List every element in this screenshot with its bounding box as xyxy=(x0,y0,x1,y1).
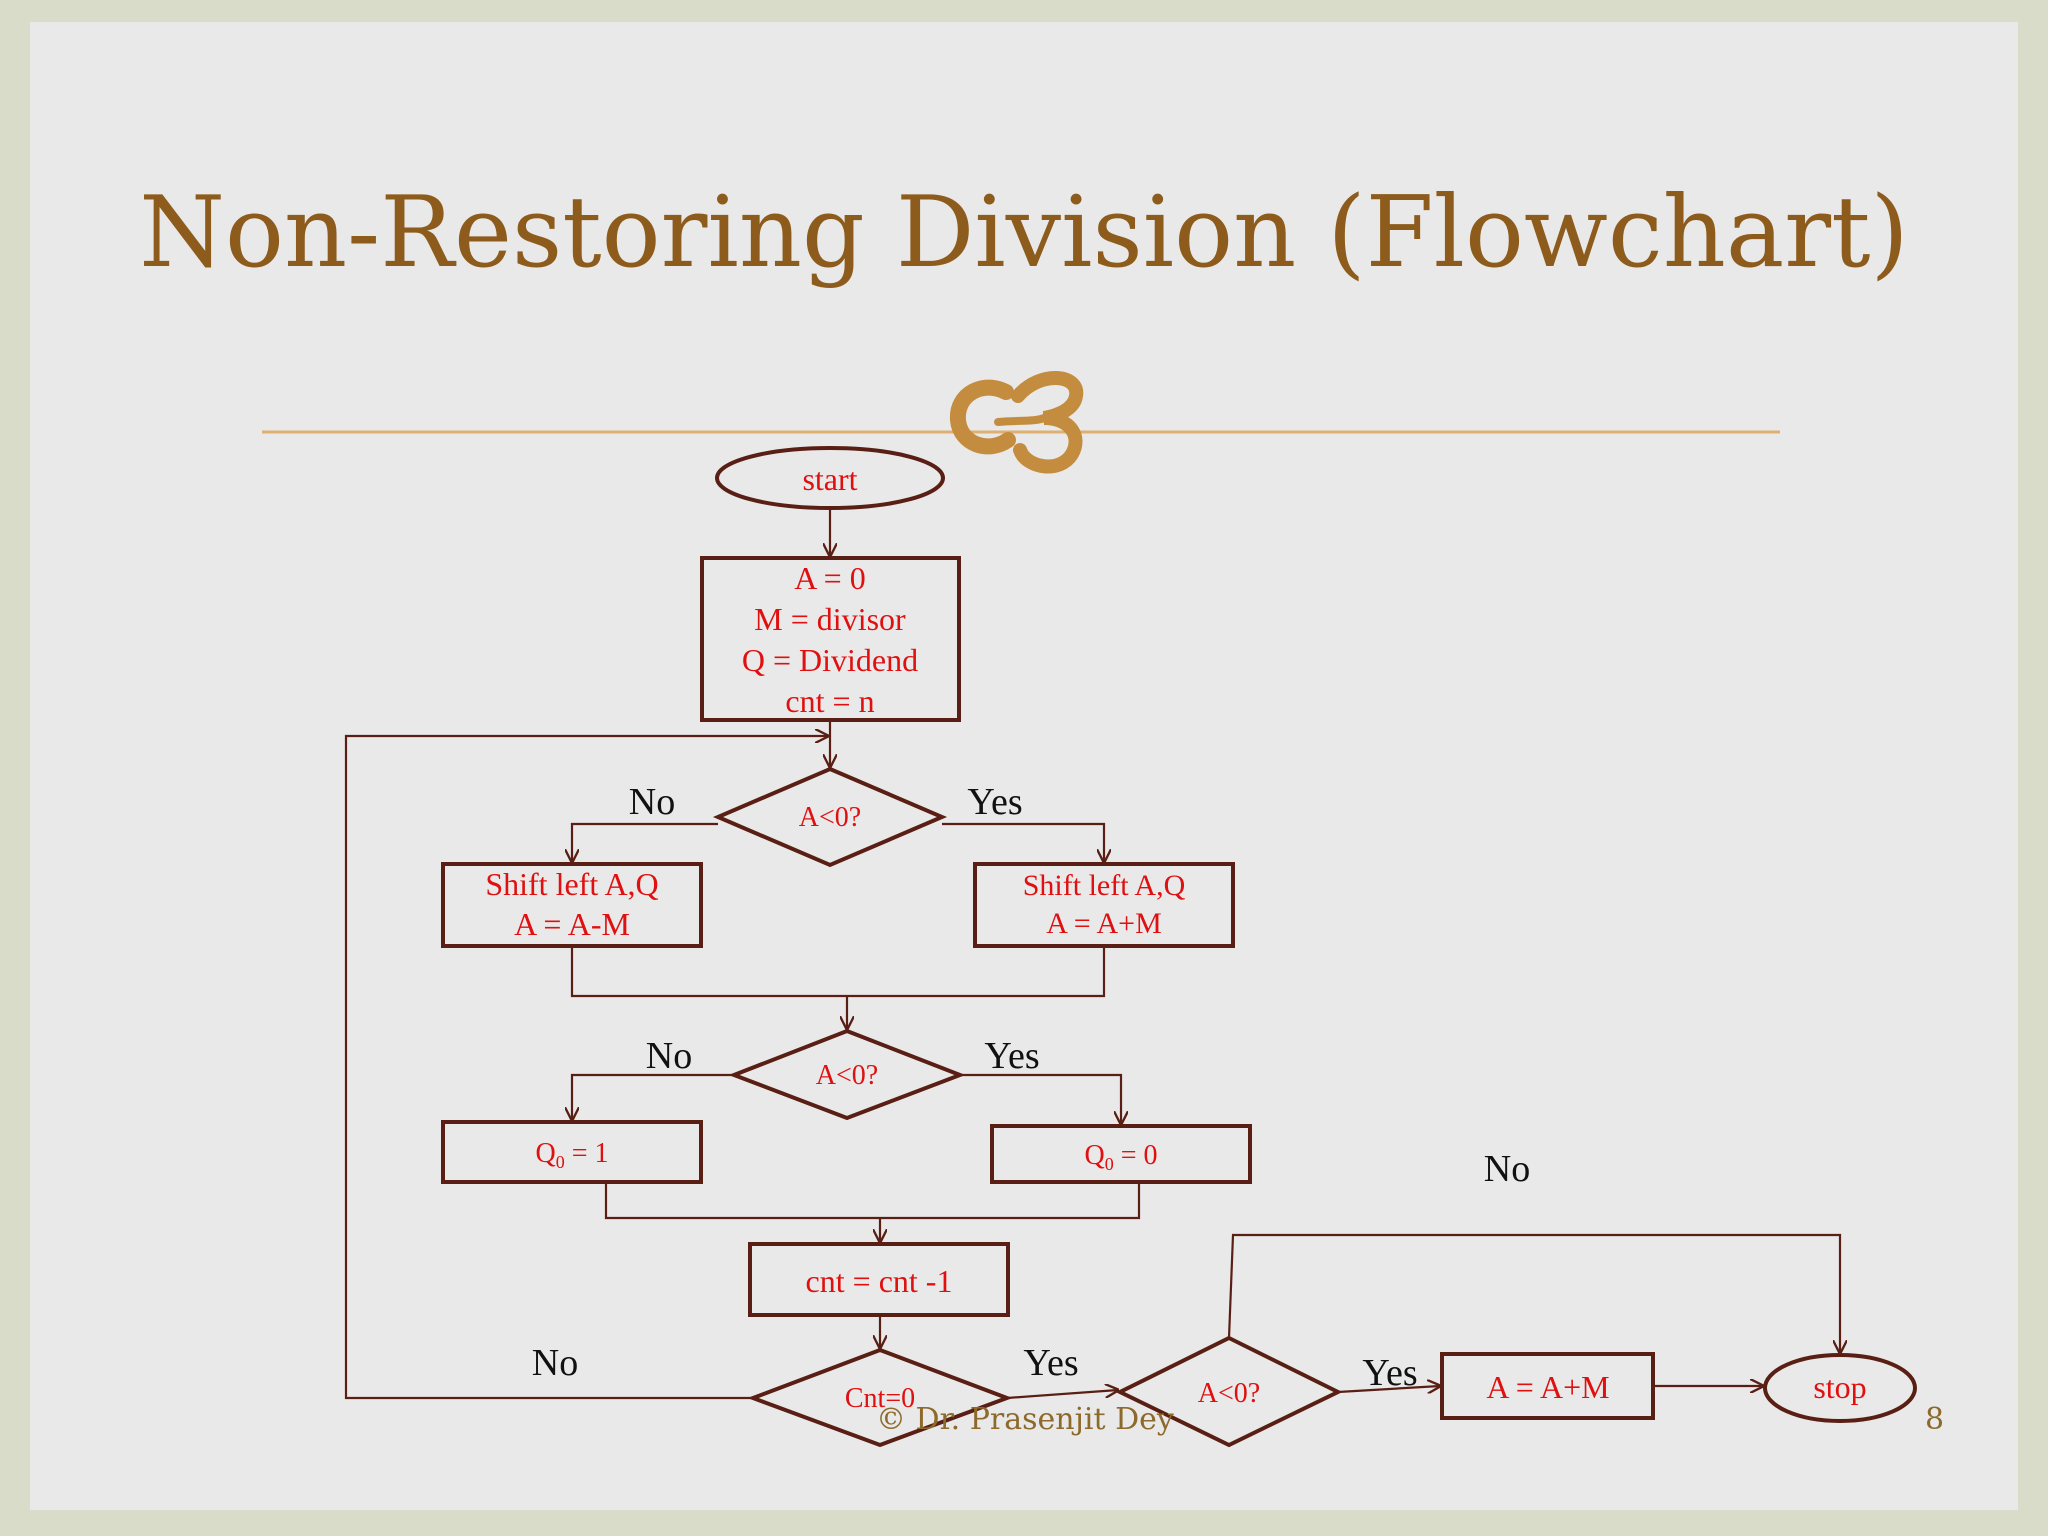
decision2-yes-label: Yes xyxy=(984,1035,1039,1077)
edge-decision2-no xyxy=(572,1073,734,1120)
edge-decision2-yes xyxy=(960,1073,1121,1124)
footer-credit: © Dr. Prasenjit Dey xyxy=(876,1402,1174,1437)
decision1-no-label: No xyxy=(629,781,675,823)
decision3-label: Cnt=0 xyxy=(845,1383,915,1414)
slide-title: Non-Restoring Division (Flowchart) xyxy=(139,176,1909,290)
decision-a-negative-2 xyxy=(728,1028,966,1121)
decision-count-zero xyxy=(747,1347,1013,1448)
edge-decision4-no xyxy=(1227,1233,1840,1353)
flourish-ornament-icon xyxy=(949,371,1084,474)
edge-decision1-yes xyxy=(942,822,1104,862)
slide-panel xyxy=(30,22,2018,1510)
decision-a-negative-3 xyxy=(1115,1335,1343,1448)
edge-merge-shift xyxy=(570,946,1106,998)
start-label: start xyxy=(802,461,857,497)
page-number: 8 xyxy=(1925,1402,1945,1437)
init-line-1: A = 0 xyxy=(794,560,865,596)
edge-decision3-yes xyxy=(1006,1390,1118,1400)
init-line-4: cnt = n xyxy=(785,683,874,719)
shift-subtract-line-2: A = A-M xyxy=(514,906,630,942)
edge-decision4-yes xyxy=(1337,1386,1440,1392)
decision2-no-label: No xyxy=(646,1035,692,1077)
stop-label: stop xyxy=(1813,1369,1866,1405)
decrement-label: cnt = cnt -1 xyxy=(806,1263,953,1299)
decision4-label: A<0? xyxy=(1198,1378,1260,1409)
stop-node xyxy=(1763,1353,1917,1423)
decision4-no-label: No xyxy=(1484,1148,1530,1190)
edge-merge-q0 xyxy=(604,1182,1141,1220)
decision3-yes-label: Yes xyxy=(1023,1342,1078,1384)
decision-a-negative-1 xyxy=(712,766,948,868)
q0-zero-box xyxy=(990,1124,1252,1184)
init-line-3: Q = Dividend xyxy=(742,642,918,678)
shift-subtract-line-1: Shift left A,Q xyxy=(485,866,658,902)
decision2-label: A<0? xyxy=(816,1060,878,1091)
q0-one-label: Q0 = 1 xyxy=(535,1138,608,1172)
shift-add-line-1: Shift left A,Q xyxy=(1023,869,1186,902)
q0-one-box xyxy=(441,1120,703,1184)
restore-label: A = A+M xyxy=(1486,1369,1609,1405)
shift-add-line-2: A = A+M xyxy=(1046,907,1162,940)
edge-decision3-no-loop xyxy=(344,736,828,1400)
q0-zero-label: Q0 = 0 xyxy=(1084,1140,1157,1174)
decision3-no-label: No xyxy=(532,1342,578,1384)
decision1-yes-label: Yes xyxy=(967,781,1022,823)
decision4-yes-label: Yes xyxy=(1362,1352,1417,1394)
decision1-label: A<0? xyxy=(799,802,861,833)
edge-decision1-no xyxy=(572,822,718,862)
init-line-2: M = divisor xyxy=(754,601,906,637)
